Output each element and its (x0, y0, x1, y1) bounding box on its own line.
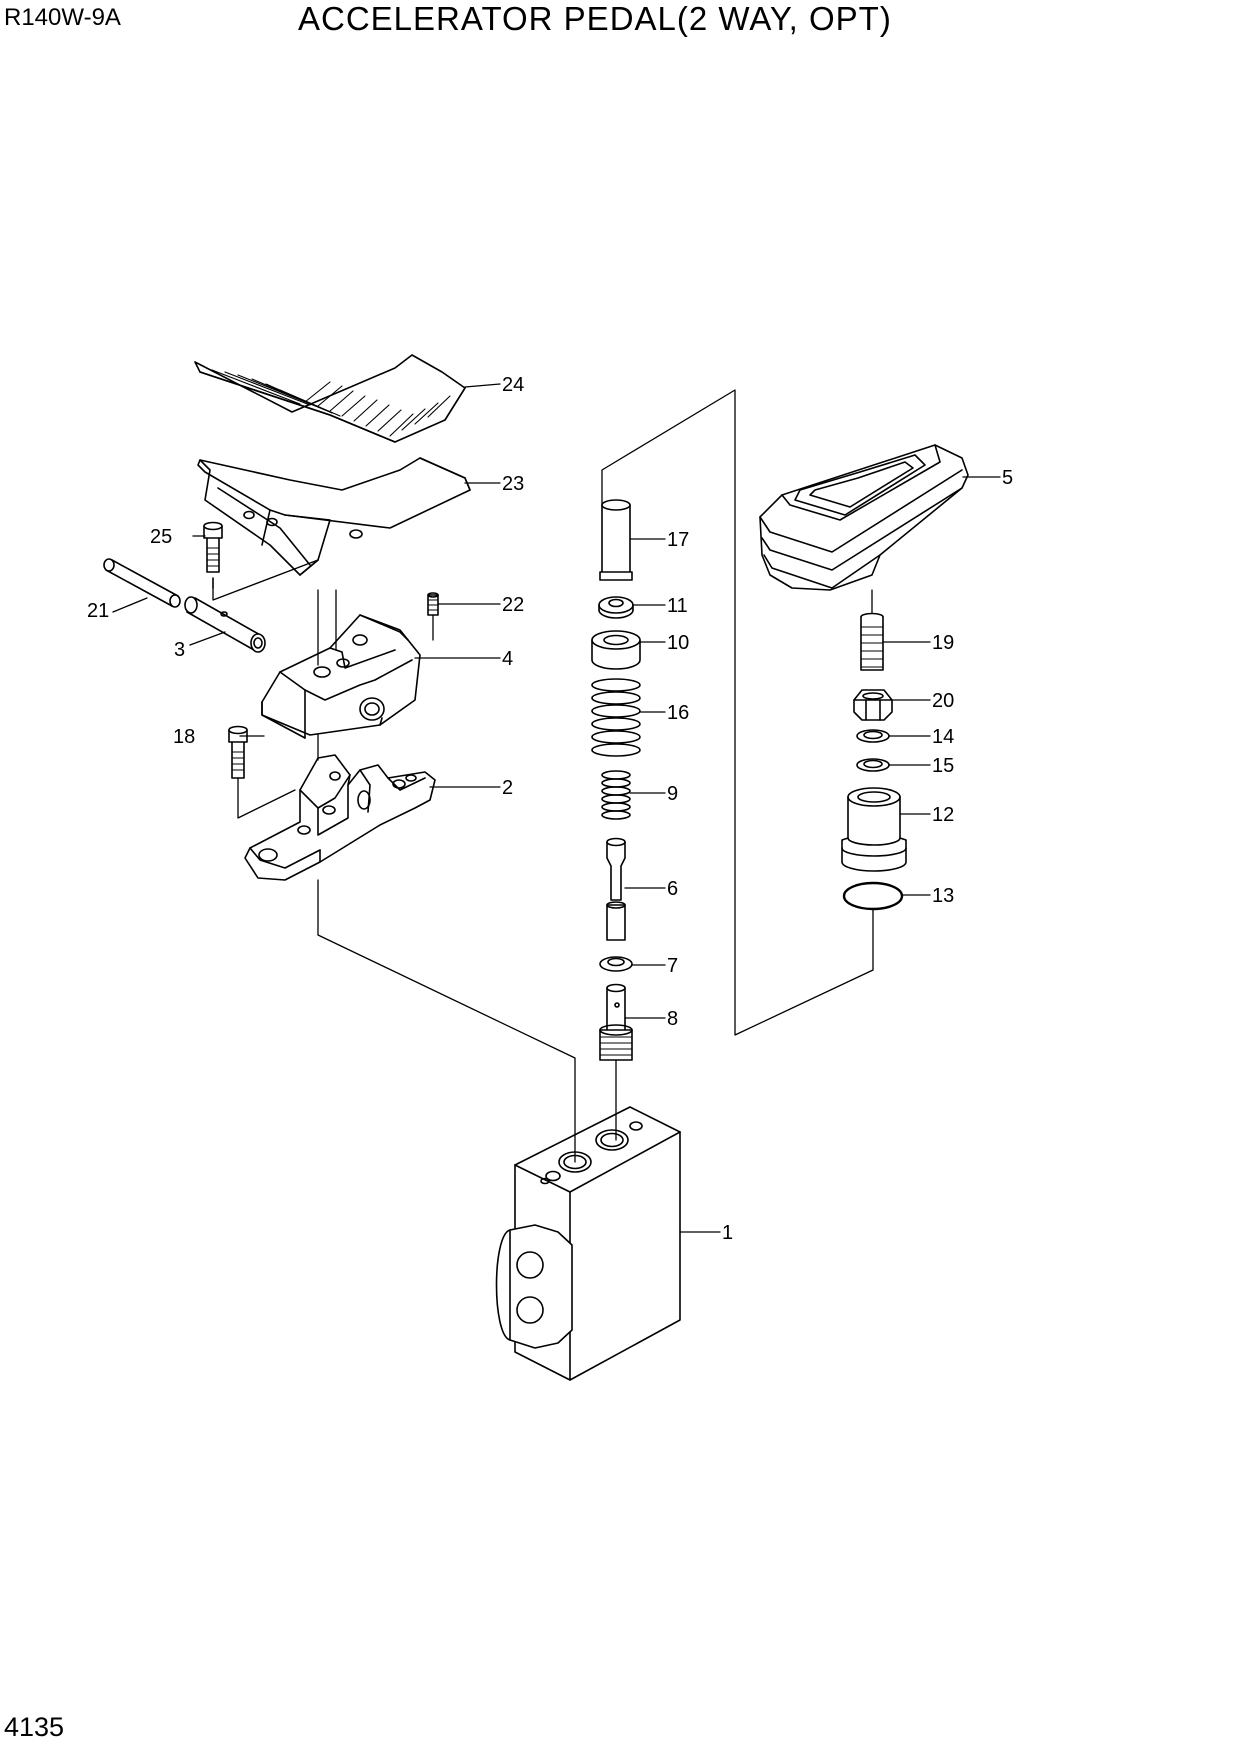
part-13-oring (842, 881, 904, 911)
callout-8: 8 (667, 1008, 678, 1030)
callout-5: 5 (1002, 467, 1013, 489)
callout-10: 10 (667, 632, 689, 654)
callout-19: 19 (932, 632, 954, 654)
part-3-pin (184, 596, 266, 653)
part-9-spring (601, 770, 631, 820)
part-18-screw (228, 725, 248, 779)
part-12-housing (841, 787, 907, 872)
callout-14: 14 (932, 726, 954, 748)
callout-7: 7 (667, 955, 678, 977)
part-24-pedal-pad (194, 354, 466, 443)
callout-3: 3 (174, 639, 185, 661)
callout-9: 9 (667, 783, 678, 805)
callout-25: 25 (150, 526, 172, 548)
part-23-pedal-body (197, 457, 471, 576)
part-8-spool (599, 983, 633, 1061)
callout-24: 24 (502, 374, 524, 396)
part-11-washer (598, 596, 634, 619)
leader-lines (112, 383, 1001, 1233)
part-5-boot (759, 444, 969, 591)
callout-18: 18 (173, 726, 195, 748)
model-code: R140W-9A (4, 4, 121, 31)
callout-13: 13 (932, 885, 954, 907)
part-7-washer (599, 956, 633, 972)
part-2-base-bracket (244, 754, 436, 881)
part-1-valve-body (495, 1106, 681, 1381)
callout-17: 17 (667, 529, 689, 551)
callout-11: 11 (667, 595, 688, 617)
part-10-cap (591, 630, 641, 670)
part-4-cam-block (261, 614, 421, 739)
part-22-setscrew (427, 592, 439, 616)
part-20-nut (853, 689, 893, 721)
callout-12: 12 (932, 804, 954, 826)
callout-21: 21 (87, 600, 109, 622)
part-17-plunger (599, 499, 633, 581)
part-21-pin (103, 558, 181, 608)
part-14-washer (856, 729, 890, 743)
callout-1: 1 (722, 1222, 733, 1244)
part-16-spring (591, 678, 641, 757)
callout-20: 20 (932, 690, 954, 712)
callout-4: 4 (502, 648, 513, 670)
page-number: 4135 (4, 1712, 65, 1742)
callout-6: 6 (667, 878, 678, 900)
part-19-rod (860, 612, 884, 671)
part-6-plunger (606, 837, 626, 941)
page-title: ACCELERATOR PEDAL(2 WAY, OPT) (298, 0, 892, 37)
assembly-lines (212, 389, 874, 1163)
callout-15: 15 (932, 755, 954, 777)
callout-22: 22 (502, 594, 524, 616)
callout-2: 2 (502, 777, 513, 799)
part-25-screw (203, 521, 223, 589)
callout-23: 23 (502, 473, 524, 495)
part-15-washer (856, 758, 890, 772)
callout-16: 16 (667, 702, 689, 724)
callout-labels: 24 23 25 21 3 22 4 18 2 5 17 11 10 16 9 … (87, 374, 1013, 1244)
